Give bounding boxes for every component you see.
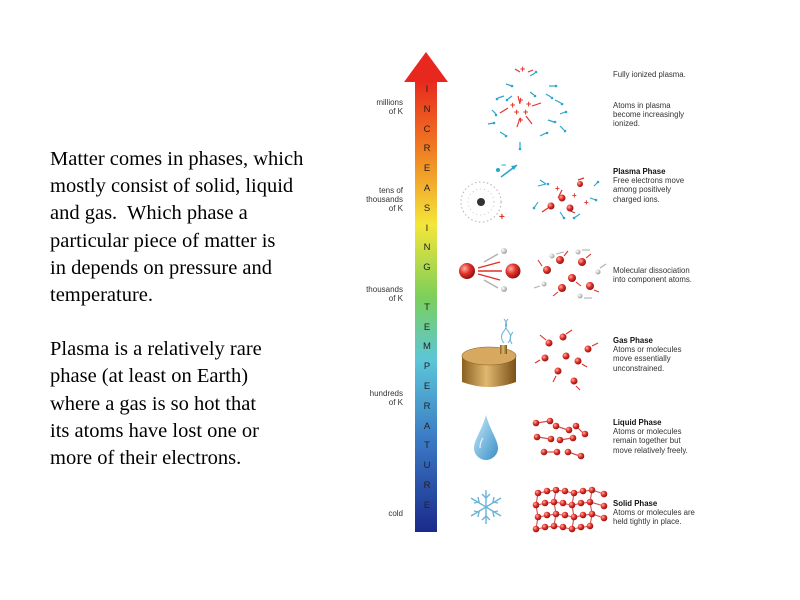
svg-text:+: + <box>514 107 519 117</box>
paragraph-2: Plasma is a relatively rare phase (at le… <box>50 336 360 472</box>
svg-text:−: − <box>501 160 506 170</box>
arrow-letter: P <box>423 361 431 373</box>
component-atoms-illustration <box>533 249 607 299</box>
arrow-letter: M <box>423 341 431 353</box>
atom-ionizing-illustration: − + <box>460 160 518 223</box>
gas-can-illustration <box>461 318 517 387</box>
arrow-letter: I <box>425 222 429 234</box>
desc-molecular-dissociation: Molecular dissociation into component at… <box>613 266 692 285</box>
arrow-letter: T <box>424 440 430 452</box>
arrow-letter: E <box>423 321 431 333</box>
body-text: Matter comes in phases, which mostly con… <box>50 146 360 472</box>
gas-molecules-illustration <box>534 329 599 391</box>
svg-text:+: + <box>518 95 523 105</box>
snowflake-illustration <box>470 490 502 524</box>
temp-label-tens-of-thousands: tens of thousands of K <box>366 186 403 213</box>
paragraph-1: Matter comes in phases, which mostly con… <box>50 146 360 309</box>
arrow-letter: E <box>423 163 431 175</box>
svg-text:+: + <box>526 99 531 109</box>
arrow-letter: R <box>423 143 431 155</box>
desc-plasma-phase: Plasma Phase Free electrons move among p… <box>613 167 793 204</box>
desc-solid-phase: Solid Phase Atoms or molecules are held … <box>613 499 793 527</box>
arrow-letter: N <box>423 103 431 115</box>
svg-text:+: + <box>584 198 589 207</box>
arrow-letter: N <box>423 242 431 254</box>
temp-label-millions: millions of K <box>376 98 403 116</box>
arrow-letter: R <box>423 400 431 412</box>
svg-text:+: + <box>499 212 505 223</box>
arrow-letter: R <box>423 480 431 491</box>
arrow-letter: C <box>423 123 431 135</box>
svg-text:+: + <box>518 115 523 125</box>
desc-liquid-phase: Liquid Phase Atoms or molecules remain t… <box>613 418 793 455</box>
svg-text:+: + <box>520 64 525 74</box>
fully-ionized-plasma-illustration: +++ +++ + <box>487 64 568 151</box>
text-line: and gas. Which phase a <box>50 202 248 225</box>
liquid-molecules-illustration <box>532 417 589 460</box>
arrow-letter: A <box>423 183 431 194</box>
text-line: where a gas is so hot that <box>50 392 257 415</box>
svg-text:+: + <box>572 191 577 200</box>
plasma-ions-illustration: + + + <box>532 177 600 220</box>
arrow-letter: T <box>424 301 430 313</box>
molecule-dissociating-illustration <box>459 248 521 292</box>
solid-phase-title: Solid Phase <box>613 499 658 508</box>
arrow-letter: E <box>423 381 431 392</box>
temperature-arrow <box>404 52 448 532</box>
desc-fully-ionized: Fully ionized plasma. <box>613 70 686 79</box>
desc-atoms-ionized: Atoms in plasma become increasingly ioni… <box>613 101 685 129</box>
water-droplet-illustration <box>474 415 498 460</box>
arrow-letter: A <box>423 420 431 432</box>
text-line: mostly consist of solid, liquid <box>50 175 294 198</box>
temp-label-cold: cold <box>388 509 403 518</box>
solid-lattice-illustration <box>532 486 608 533</box>
text-line: in depends on pressure and <box>50 256 273 279</box>
arrow-letter: E <box>423 499 431 511</box>
text-line: phase (at least on Earth) <box>50 365 249 388</box>
text-line: Matter comes in phases, which <box>50 148 304 170</box>
arrow-letter: S <box>423 202 431 214</box>
temp-label-hundreds: hundreds of K <box>369 389 403 407</box>
text-line: Plasma is a relatively rare <box>50 338 262 361</box>
arrow-letter: G <box>423 262 431 274</box>
text-line: its atoms have lost one or <box>50 419 259 442</box>
arrow-letter: I <box>425 84 429 95</box>
text-line: particular piece of matter is <box>50 229 276 252</box>
svg-text:+: + <box>510 100 515 110</box>
temp-label-thousands: thousands of K <box>366 285 403 303</box>
arrow-letter: U <box>423 460 431 472</box>
plasma-phase-title: Plasma Phase <box>613 167 666 176</box>
gas-phase-title: Gas Phase <box>613 336 653 345</box>
text-line: temperature. <box>50 284 154 307</box>
text-line: more of their electrons. <box>50 447 242 470</box>
desc-gas-phase: Gas Phase Atoms or molecules move essent… <box>613 336 793 373</box>
svg-text:+: + <box>523 107 528 117</box>
svg-text:+: + <box>555 184 560 193</box>
liquid-phase-title: Liquid Phase <box>613 418 662 427</box>
